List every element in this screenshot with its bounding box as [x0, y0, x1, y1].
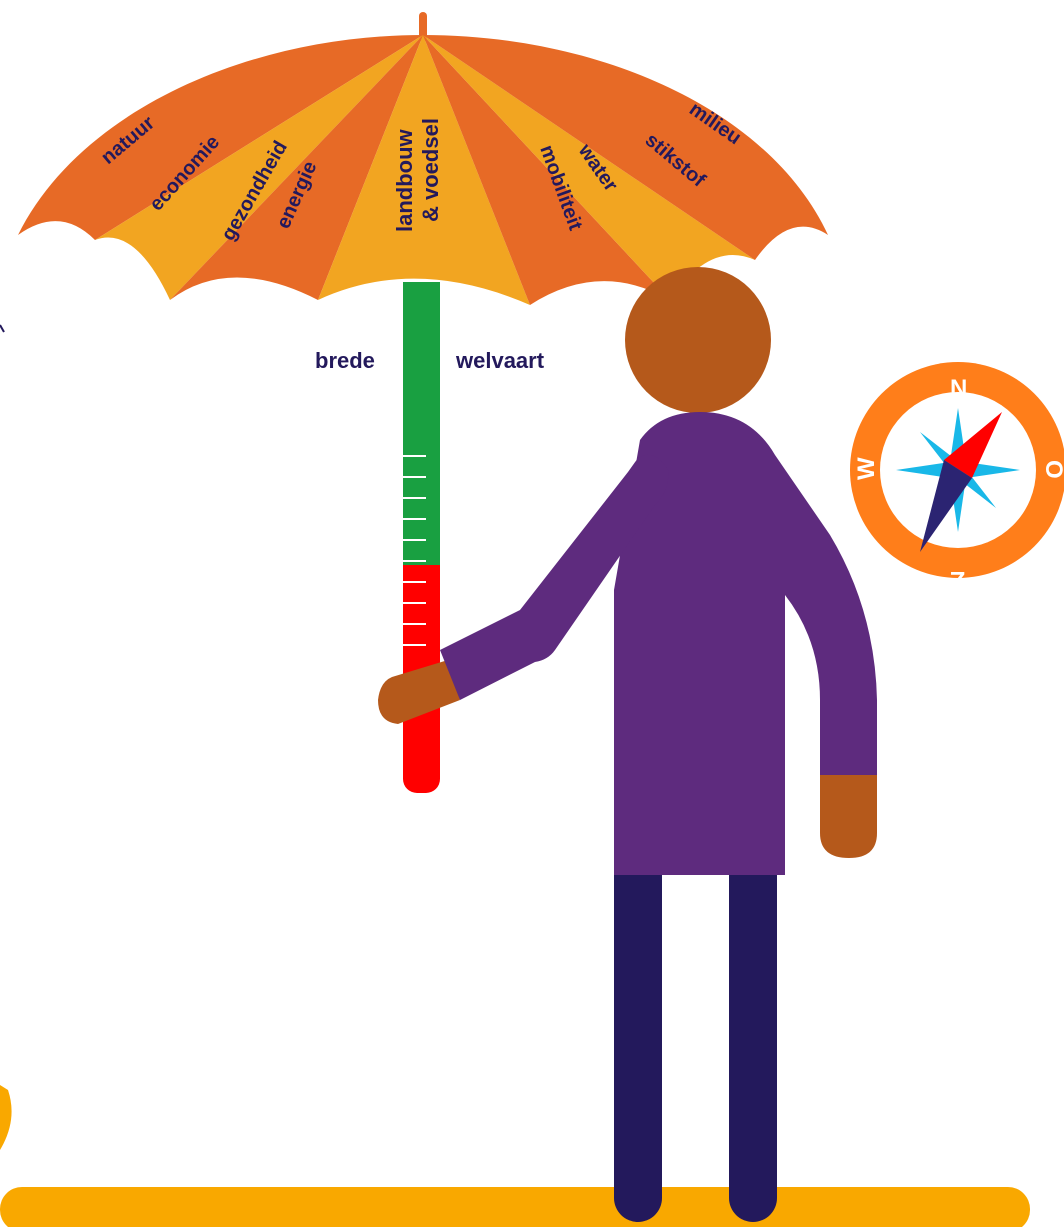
gauge-green	[403, 282, 440, 582]
ground-strip	[0, 1085, 1030, 1227]
compass: N Z W O	[850, 362, 1064, 593]
person-head	[625, 267, 771, 413]
label-voedsel: & voedsel	[418, 118, 443, 222]
person-legs	[614, 860, 777, 1222]
compass-east: O	[1040, 460, 1064, 479]
compass-south: Z	[950, 566, 965, 593]
compass-north: N	[950, 375, 967, 402]
label-landbouw: landbouw	[392, 128, 417, 232]
compass-west: W	[853, 457, 880, 480]
gauge-label-right: welvaart	[455, 348, 545, 373]
gauge-label-left: brede	[315, 348, 375, 373]
person-right-hand	[820, 775, 877, 858]
person-left-hand	[378, 660, 460, 724]
edge-mark	[0, 325, 4, 332]
